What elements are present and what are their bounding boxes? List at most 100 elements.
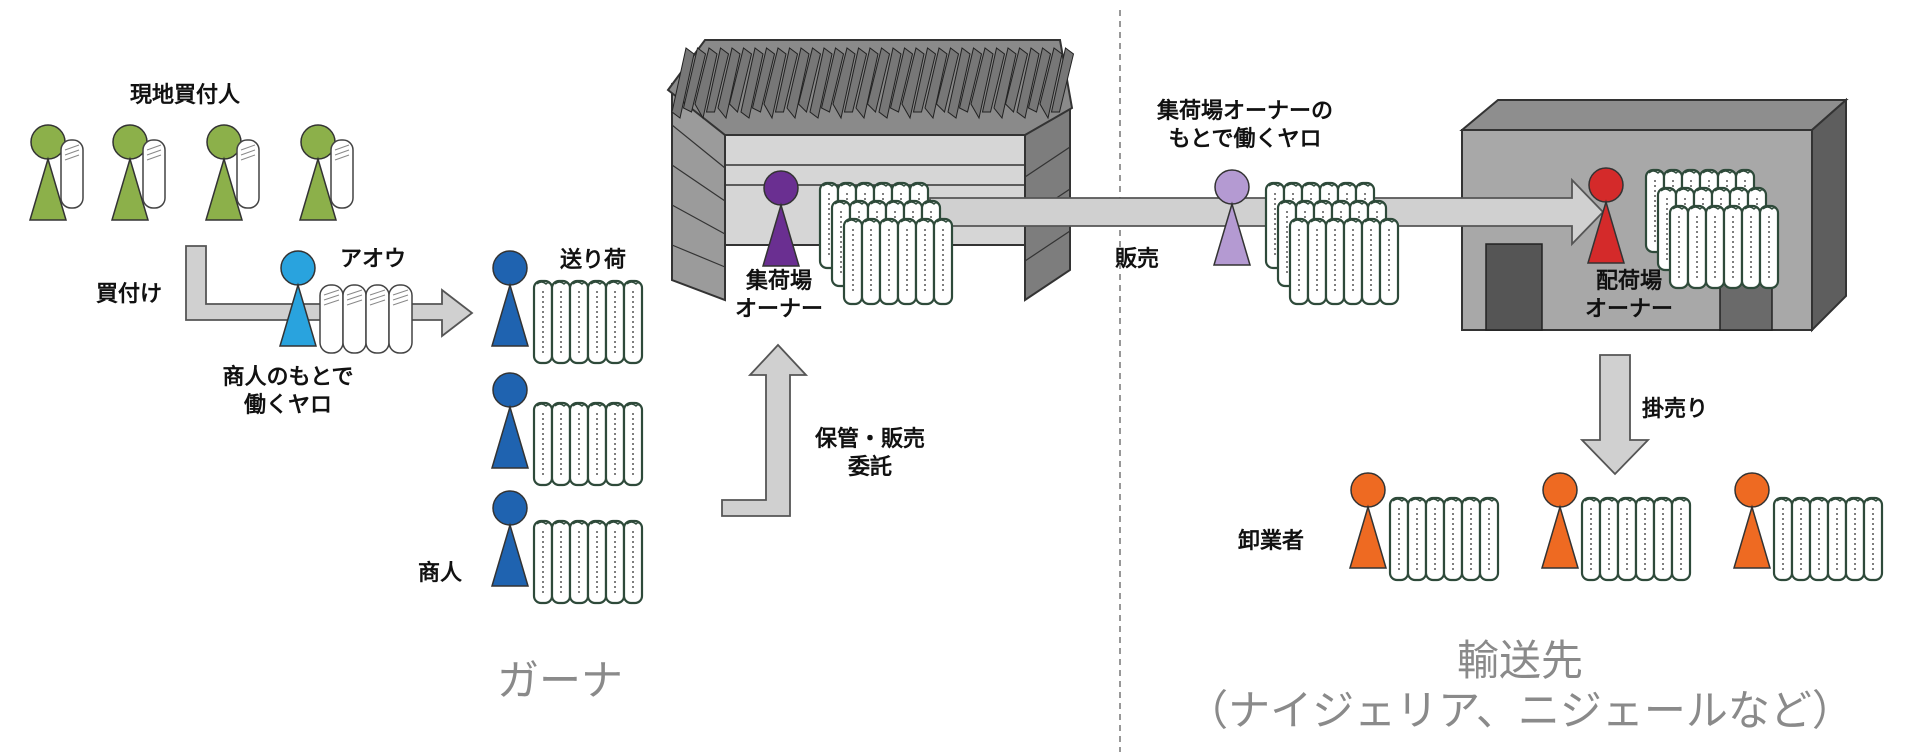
depot-owner-label-line2: オーナー — [734, 296, 823, 322]
sack-top — [554, 281, 569, 286]
thatch-strand — [947, 47, 971, 119]
bundle-layer — [1288, 217, 1400, 306]
merchant-figure — [490, 490, 530, 587]
person-body — [490, 522, 530, 587]
consignment-label: 送り荷 — [560, 248, 627, 273]
shed-plank — [1024, 230, 1071, 262]
thatch-strand — [820, 47, 845, 113]
bag-hatch — [240, 144, 256, 151]
warehouse-roof — [1459, 99, 1849, 131]
bag-outline — [142, 139, 166, 209]
sack-top — [1674, 498, 1689, 503]
sack-top — [1292, 219, 1307, 224]
bag-outline — [365, 284, 390, 354]
person-head — [112, 124, 148, 160]
sack-top — [1708, 206, 1723, 211]
sack-top — [822, 183, 837, 188]
thatch-strand — [717, 47, 741, 120]
sack-top — [1684, 170, 1699, 175]
thatch-strand — [786, 47, 810, 120]
buying-label: 買付け — [96, 282, 163, 307]
sack-top — [1286, 183, 1301, 188]
warehouse — [1459, 97, 1849, 333]
thatch-strand — [901, 47, 925, 120]
sack-top — [1328, 219, 1343, 224]
sack-top — [590, 403, 605, 408]
thatch-strand — [1016, 47, 1040, 119]
sack — [1288, 217, 1310, 306]
bag-hatch — [392, 294, 409, 301]
wholesaler-stock — [1388, 496, 1500, 582]
sack-top — [1316, 201, 1331, 206]
sack-top — [906, 201, 921, 206]
thatch-strand — [993, 47, 1017, 120]
bag-hatch — [323, 289, 340, 296]
sack-top — [1346, 219, 1361, 224]
thatch-strand — [935, 47, 960, 113]
sack — [878, 217, 900, 306]
wholesaler-figure — [1732, 472, 1772, 569]
sack-top — [1738, 170, 1753, 175]
sack-top — [846, 219, 861, 224]
person-head — [492, 250, 528, 286]
thatch-strand — [751, 47, 776, 113]
sack-top — [554, 521, 569, 526]
local-buyer-figure — [28, 124, 68, 221]
merchant-figure — [490, 372, 530, 469]
sack-top — [1732, 188, 1747, 193]
person-head — [1542, 472, 1578, 508]
bag-hatch — [323, 294, 340, 301]
bag-hatch — [369, 299, 386, 306]
sack — [914, 217, 936, 306]
shed-plank — [1024, 146, 1071, 178]
sack-top — [1720, 170, 1735, 175]
warehouse-stock — [1644, 168, 1780, 290]
sack-top — [834, 201, 849, 206]
sack — [1378, 217, 1400, 306]
thatch-strand — [866, 47, 891, 113]
sack-top — [1678, 188, 1693, 193]
person-body — [490, 282, 530, 347]
sack-top — [1702, 170, 1717, 175]
sack-top — [1794, 498, 1809, 503]
shed-plank — [671, 124, 726, 169]
local-buyer-figure — [110, 124, 150, 221]
sack-top — [1410, 498, 1425, 503]
depot-owner-label-line1: 集荷場 — [745, 269, 812, 294]
dist-owner-label-line2: オーナー — [1584, 296, 1673, 322]
sack-top — [1866, 498, 1881, 503]
local-buyer-figure — [204, 124, 244, 221]
dist-owner-figure — [1586, 167, 1626, 264]
shed-plank — [671, 244, 726, 268]
sack-top — [936, 219, 951, 224]
person-body — [298, 156, 338, 221]
sack-top — [536, 281, 551, 286]
bundle-layer — [842, 217, 954, 306]
thatch-strand — [981, 47, 1006, 113]
bag-hatch — [64, 154, 80, 161]
sack-top — [626, 281, 641, 286]
shed-plank — [671, 204, 726, 235]
aou-bag — [319, 284, 344, 354]
depot-yaro-figure — [1212, 169, 1252, 266]
person-body — [490, 404, 530, 469]
thatch-strand — [728, 47, 753, 113]
merchant-consignment — [532, 519, 644, 605]
sack-top — [924, 201, 939, 206]
depot-owner-label: 集荷場 オーナー — [714, 268, 844, 323]
person-body — [278, 282, 318, 347]
sack-top — [1696, 188, 1711, 193]
sack-top — [912, 183, 927, 188]
sack-top — [536, 521, 551, 526]
sack-top — [590, 281, 605, 286]
sack-top — [1744, 206, 1759, 211]
local-buyer-bag — [142, 139, 166, 209]
thatch-strand — [740, 47, 764, 119]
sack-top — [1602, 498, 1617, 503]
sack-top — [864, 219, 879, 224]
sack-top — [554, 403, 569, 408]
sack-top — [590, 521, 605, 526]
sack-top — [1464, 498, 1479, 503]
sack-top — [1776, 498, 1791, 503]
sack-top — [1638, 498, 1653, 503]
